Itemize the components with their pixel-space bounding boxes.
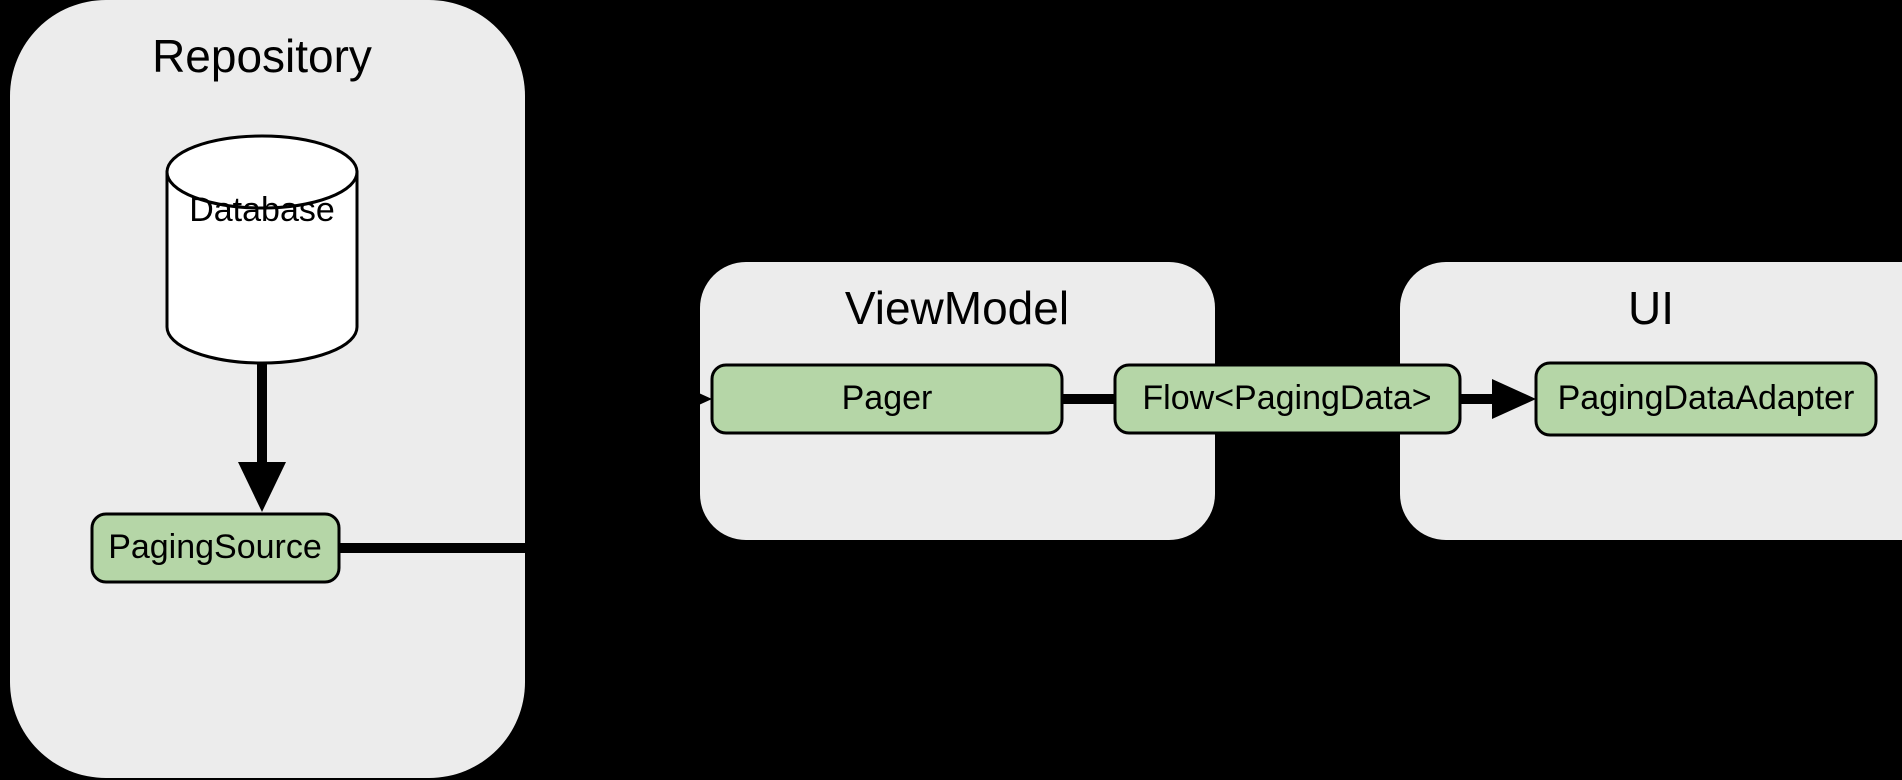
database-cylinder-top: [165, 134, 359, 210]
node-paging-data-adapter[interactable]: PagingDataAdapter: [1534, 361, 1878, 437]
flow-paging-data-label: Flow<PagingData>: [1142, 379, 1431, 417]
paging-data-adapter-box: [1534, 361, 1878, 437]
edge-flow-to-adapter-arrowhead: [1492, 379, 1536, 419]
edge-flow-to-adapter: [1460, 379, 1536, 419]
database-cylinder-body: [165, 170, 359, 365]
node-flow-paging-data[interactable]: Flow<PagingData>: [1113, 363, 1462, 435]
edge-database-to-paging-source: [238, 345, 286, 512]
ui-title: UI: [1628, 282, 1674, 334]
viewmodel-title: ViewModel: [845, 282, 1069, 334]
paging-source-label: PagingSource: [108, 528, 322, 566]
container-repository[interactable]: Repository: [10, 0, 525, 778]
repository-container-shape: [10, 0, 525, 778]
edge-database-to-paging-source-arrowhead: [238, 462, 286, 512]
pager-label: Pager: [842, 379, 933, 417]
node-paging-source[interactable]: PagingSource: [90, 512, 341, 584]
paging-data-adapter-label: PagingDataAdapter: [1558, 379, 1855, 417]
node-database[interactable]: Database: [165, 134, 359, 365]
repository-title: Repository: [152, 30, 372, 82]
edge-paging-source-to-pager-arrowhead: [668, 379, 712, 419]
edge-paging-source-to-pager: [339, 379, 712, 553]
database-label: Database: [189, 191, 335, 229]
node-pager[interactable]: Pager: [710, 363, 1064, 435]
